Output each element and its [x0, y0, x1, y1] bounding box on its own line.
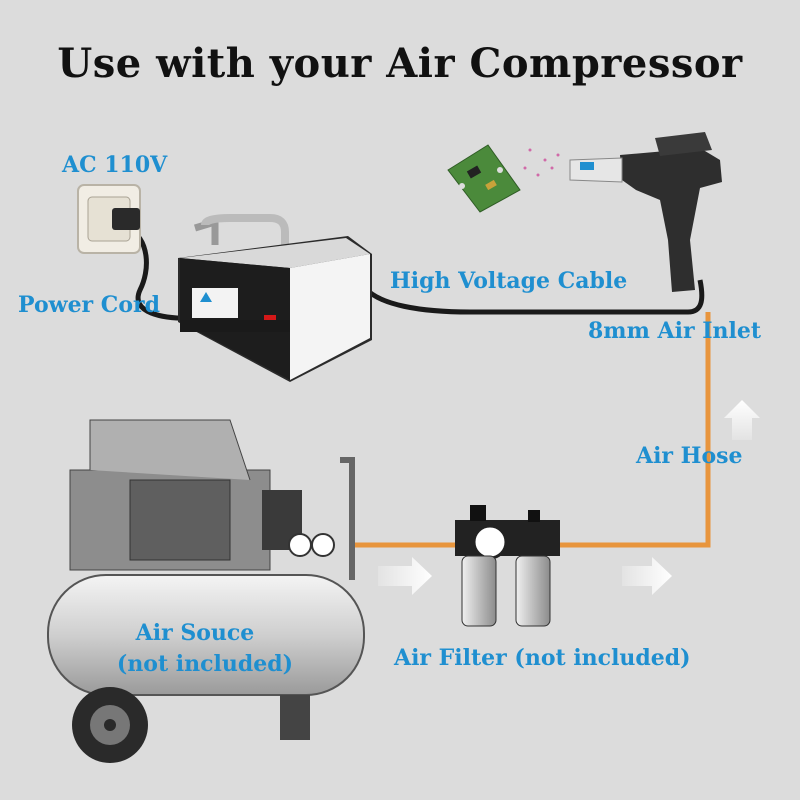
power-cord-line [126, 225, 201, 321]
page-title: Use with your Air Compressor [57, 40, 743, 87]
label-ac-voltage: AC 110V [62, 152, 168, 178]
flow-arrow-left-icon [378, 557, 432, 595]
label-high-voltage-cable: High Voltage Cable [390, 268, 628, 294]
circuit-board-icon [447, 144, 521, 213]
label-air-inlet: 8mm Air Inlet [588, 318, 762, 344]
air-gun-icon [569, 132, 722, 292]
label-air-filter: Air Filter (not included) [394, 645, 691, 671]
ion-spray-icon [523, 148, 560, 177]
label-air-hose: Air Hose [636, 443, 743, 469]
flow-arrow-right-icon [622, 557, 672, 595]
wall-outlet-icon [77, 184, 141, 254]
label-air-source: Air Souce [135, 620, 255, 646]
flow-arrow-up-icon [724, 400, 760, 440]
power-supply-box-icon [178, 214, 372, 382]
air-hose-line [350, 312, 711, 548]
high-voltage-cable-line [363, 279, 705, 315]
air-compressor-icon [47, 419, 365, 763]
air-filter-icon [455, 505, 560, 627]
label-air-source-note: (not included) [116, 651, 294, 677]
label-power-cord: Power Cord [18, 292, 160, 318]
